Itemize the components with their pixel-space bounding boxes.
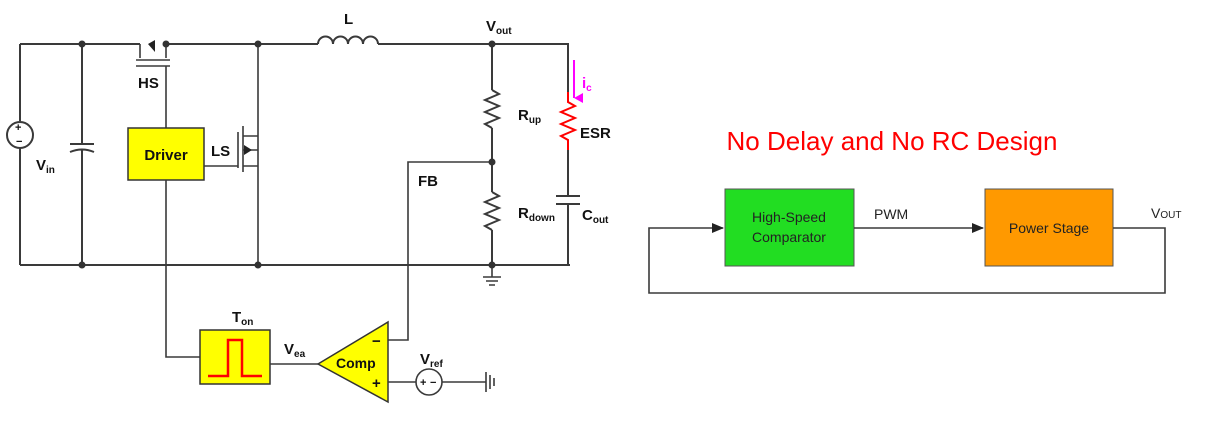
comp-plus-label: +	[372, 375, 381, 392]
vin-label: Vin	[36, 157, 55, 176]
block-diagram-title: No Delay and No RC Design	[727, 126, 1058, 156]
comp-label: Comp	[336, 355, 376, 371]
vref-label: Vref	[420, 351, 443, 370]
fb-wire	[388, 161, 492, 341]
block-diagram: No Delay and No RC Design High-Speed Com…	[648, 126, 1181, 294]
cout-label: Cout	[582, 207, 609, 226]
svg-text:−: −	[430, 377, 436, 389]
ton-label: Ton	[232, 309, 253, 328]
comp-triangle	[316, 320, 389, 404]
ic-label: ic	[582, 75, 592, 94]
ls-label: LS	[211, 143, 230, 160]
top-rail-wire-right	[378, 43, 569, 92]
vref-ground-icon	[485, 372, 495, 392]
rdown-resistor	[482, 191, 502, 231]
vout-node-label: Vout	[486, 18, 512, 37]
comparator-label-line1: High-Speed	[752, 209, 826, 225]
buck-converter-schematic: + − Vin HS Driver LS L Vout Rup Rdown	[6, 11, 611, 404]
inductor-label: L	[344, 11, 353, 28]
feedback-loop-wire	[648, 223, 1166, 294]
driver-to-ton-wire	[165, 180, 200, 358]
vout-output-label: VOUT	[1151, 205, 1181, 221]
vea-label: Vea	[284, 341, 306, 360]
rup-resistor	[482, 89, 502, 129]
comparator-label-line2: Comparator	[752, 229, 826, 245]
svg-text:−: −	[16, 136, 22, 148]
rup-label: Rup	[518, 107, 541, 126]
comp-minus-label: −	[372, 333, 381, 350]
svg-text:+: +	[15, 122, 21, 134]
svg-text:+: +	[420, 377, 426, 389]
fb-label: FB	[418, 173, 438, 190]
power-stage-label: Power Stage	[1009, 220, 1089, 236]
junction-dots	[78, 40, 496, 269]
esr-resistor	[558, 92, 578, 150]
vin-source-icon: + −	[6, 121, 34, 149]
driver-label: Driver	[144, 147, 188, 164]
ton-pulse-icon	[208, 338, 262, 378]
rdown-label: Rdown	[518, 205, 555, 224]
input-capacitor	[69, 44, 95, 265]
vref-source-icon: + −	[415, 368, 443, 396]
hs-label: HS	[138, 75, 159, 92]
cout-capacitor	[556, 150, 580, 265]
ls-mosfet-icon	[237, 44, 259, 265]
inductor-coil	[317, 35, 379, 45]
high-speed-comparator-block	[724, 188, 855, 267]
hs-mosfet-icon	[136, 40, 170, 128]
power-stage-block	[984, 188, 1114, 267]
divider-ground-icon	[483, 265, 501, 286]
pwm-label: PWM	[874, 206, 908, 222]
esr-label: ESR	[580, 125, 611, 142]
